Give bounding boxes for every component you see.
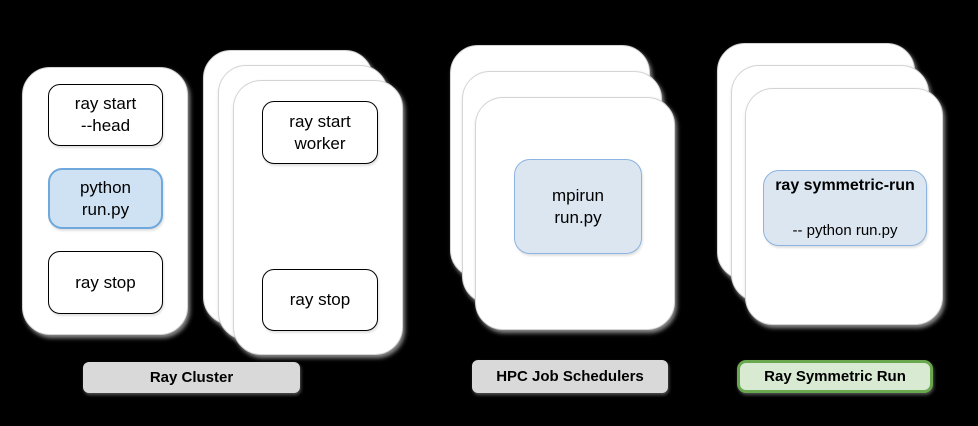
- ray-symmetric-run-command: ray symmetric-run: [775, 177, 915, 195]
- ray-symmetric-run-box: ray symmetric-run -- python run.py: [763, 170, 927, 246]
- ray-cluster-label: Ray Cluster: [83, 362, 300, 393]
- ray-worker-card: ray start worker ray stop: [233, 80, 403, 355]
- hpc-job-schedulers-label: HPC Job Schedulers: [472, 360, 668, 393]
- python-run-box: python run.py: [48, 168, 163, 229]
- ray-symmetric-run-box-text: ray symmetric-run -- python run.py: [775, 155, 915, 262]
- ray-head-node-card: ray start --head python run.py ray stop: [22, 67, 188, 335]
- worker-ray-stop-box: ray stop: [262, 269, 378, 331]
- ray-start-head-box: ray start --head: [48, 84, 163, 146]
- mpirun-box: mpirun run.py: [514, 159, 642, 254]
- ray-stop-box: ray stop: [48, 251, 163, 314]
- ray-symmetric-run-args: -- python run.py: [792, 221, 898, 239]
- hpc-node-card: mpirun run.py: [475, 97, 675, 330]
- symmetric-run-card: ray symmetric-run -- python run.py: [745, 88, 943, 325]
- ray-start-worker-box: ray start worker: [262, 101, 378, 164]
- ray-symmetric-run-label: Ray Symmetric Run: [737, 360, 933, 393]
